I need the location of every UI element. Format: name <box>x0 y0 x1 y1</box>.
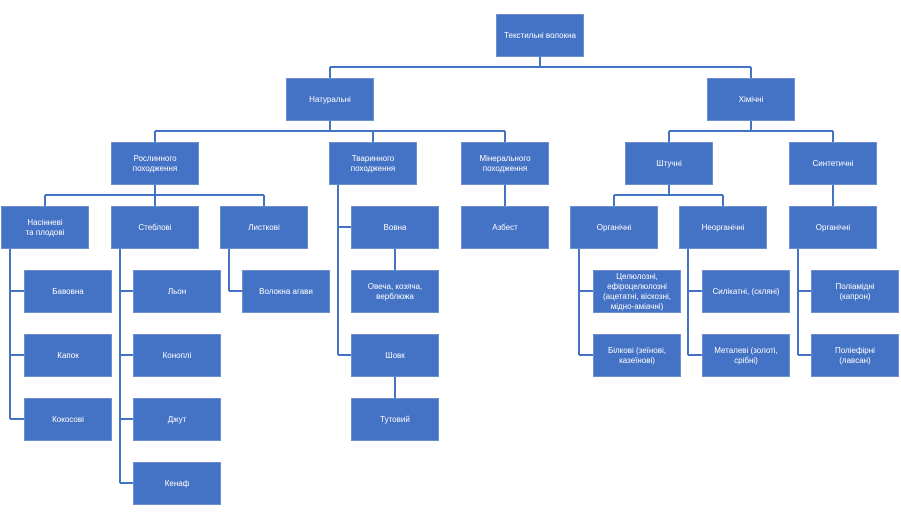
node-leaf: Листкові <box>220 206 308 249</box>
node-agave: Волокна агави <box>242 270 330 313</box>
node-asbestos: Азбест <box>461 206 549 249</box>
node-animal-origin: Тваринного походження <box>329 142 417 185</box>
node-synthetic: Синтетичні <box>789 142 877 185</box>
connector-plant <box>44 185 265 206</box>
node-seed-fruit: Насінневі та плодові <box>1 206 89 249</box>
connector-chemical <box>668 121 834 142</box>
node-plant-origin: Рослинного походження <box>111 142 199 185</box>
node-flax: Льон <box>133 270 221 313</box>
node-wool-types: Овеча, козяча, верблюжа <box>351 270 439 313</box>
connector-artificial <box>613 185 724 206</box>
node-textile-fibers: Текстильні волокна <box>496 14 584 57</box>
node-polyester: Поліефірні (лавсан) <box>811 334 899 377</box>
connector-stem <box>119 249 133 484</box>
node-polyamide: Поліамідні (капрон) <box>811 270 899 313</box>
node-wool: Вовна <box>351 206 439 249</box>
node-jute: Джут <box>133 398 221 441</box>
node-kapok: Капок <box>24 334 112 377</box>
connector-natural <box>154 121 506 142</box>
node-chemical: Хімічні <box>707 78 795 121</box>
node-cotton: Бавовна <box>24 270 112 313</box>
node-natural: Натуральні <box>286 78 374 121</box>
node-hemp: Коноплі <box>133 334 221 377</box>
node-protein: Білкові (зеїнові, казеїнові) <box>593 334 681 377</box>
connector-syn-organic <box>797 249 811 356</box>
node-artificial-organic: Органічні <box>570 206 658 249</box>
node-artificial-inorganic: Неорганічні <box>679 206 767 249</box>
node-silk: Шовк <box>351 334 439 377</box>
node-mulberry: Тутовий <box>351 398 439 441</box>
node-kenaf: Кенаф <box>133 462 221 505</box>
node-silicate: Силікатні, (скляні) <box>702 270 790 313</box>
connector-art-organic <box>578 249 593 356</box>
connector-animal <box>337 185 396 398</box>
connector-seed <box>9 249 24 420</box>
connector-art-inorganic <box>687 249 702 356</box>
node-cellulose: Целюлозні, ефіроцелюлозні (ацетатні, віс… <box>593 270 681 313</box>
connector-leaf <box>228 249 242 292</box>
connector-root <box>329 57 752 78</box>
node-coconut: Кокосові <box>24 398 112 441</box>
node-stem: Стеблові <box>111 206 199 249</box>
node-mineral-origin: Мінерального походження <box>461 142 549 185</box>
node-metal: Металеві (золоті, срібні) <box>702 334 790 377</box>
node-artificial: Штучні <box>625 142 713 185</box>
node-synthetic-organic: Органічні <box>789 206 877 249</box>
